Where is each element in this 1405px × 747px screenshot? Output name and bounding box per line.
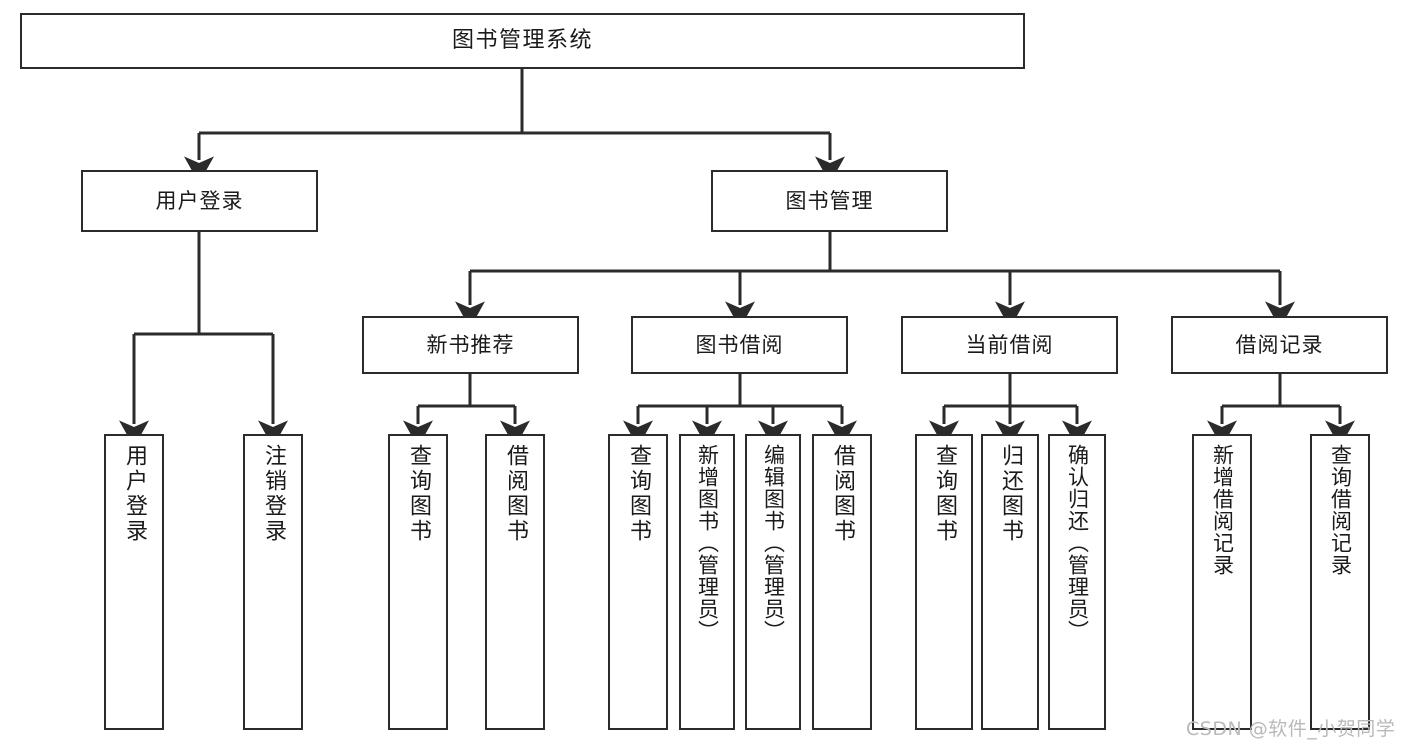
node-label: 新书推荐 — [426, 332, 515, 357]
node-label: 归还图书 — [998, 444, 1023, 544]
node-new-book-rec[interactable]: 新书推荐 — [362, 316, 579, 374]
csdn-watermark: CSDN @软件_小贺同学 — [1186, 718, 1396, 740]
node-label: 当前借阅 — [965, 332, 1054, 357]
node-leaf-cb-confirm[interactable]: 确认归还（管理员） — [1048, 434, 1106, 730]
node-label: 注销登录 — [261, 444, 286, 544]
node-user-login[interactable]: 用户登录 — [81, 170, 318, 232]
node-label: 图书管理系统 — [451, 28, 593, 54]
node-label: 用户登录 — [122, 444, 147, 544]
node-leaf-rec-query[interactable]: 查询图书 — [388, 434, 448, 730]
node-leaf-user-login[interactable]: 用户登录 — [104, 434, 164, 730]
node-label: 图书借阅 — [695, 332, 784, 357]
node-root[interactable]: 图书管理系统 — [20, 13, 1025, 69]
node-label: 查询图书 — [626, 444, 651, 544]
node-label: 用户登录 — [155, 188, 244, 213]
node-borrow-record[interactable]: 借阅记录 — [1171, 316, 1388, 374]
node-leaf-bb-edit[interactable]: 编辑图书（管理员） — [745, 434, 801, 730]
node-label: 借阅图书 — [830, 444, 855, 544]
node-leaf-bb-add[interactable]: 新增图书（管理员） — [679, 434, 735, 730]
node-label: 查询借阅记录 — [1328, 444, 1353, 576]
node-label: 编辑图书（管理员） — [761, 444, 786, 642]
node-leaf-br-add[interactable]: 新增借阅记录 — [1192, 434, 1252, 730]
node-label: 查询图书 — [406, 444, 431, 544]
node-label: 借阅图书 — [503, 444, 528, 544]
node-label: 确认归还（管理员） — [1065, 444, 1090, 642]
node-book-borrow[interactable]: 图书借阅 — [631, 316, 848, 374]
node-leaf-cb-return[interactable]: 归还图书 — [981, 434, 1039, 730]
node-leaf-bb-query[interactable]: 查询图书 — [608, 434, 668, 730]
node-leaf-br-query[interactable]: 查询借阅记录 — [1310, 434, 1370, 730]
node-leaf-bb-borrow[interactable]: 借阅图书 — [812, 434, 872, 730]
node-label: 新增图书（管理员） — [695, 444, 720, 642]
node-leaf-rec-borrow[interactable]: 借阅图书 — [485, 434, 545, 730]
node-label: 借阅记录 — [1235, 332, 1324, 357]
node-label: 查询图书 — [932, 444, 957, 544]
node-current-borrow[interactable]: 当前借阅 — [901, 316, 1118, 374]
node-leaf-cb-query[interactable]: 查询图书 — [915, 434, 973, 730]
node-book-manage[interactable]: 图书管理 — [711, 170, 948, 232]
node-label: 图书管理 — [785, 188, 874, 213]
node-label: 新增借阅记录 — [1210, 444, 1235, 576]
node-leaf-user-logout[interactable]: 注销登录 — [243, 434, 303, 730]
